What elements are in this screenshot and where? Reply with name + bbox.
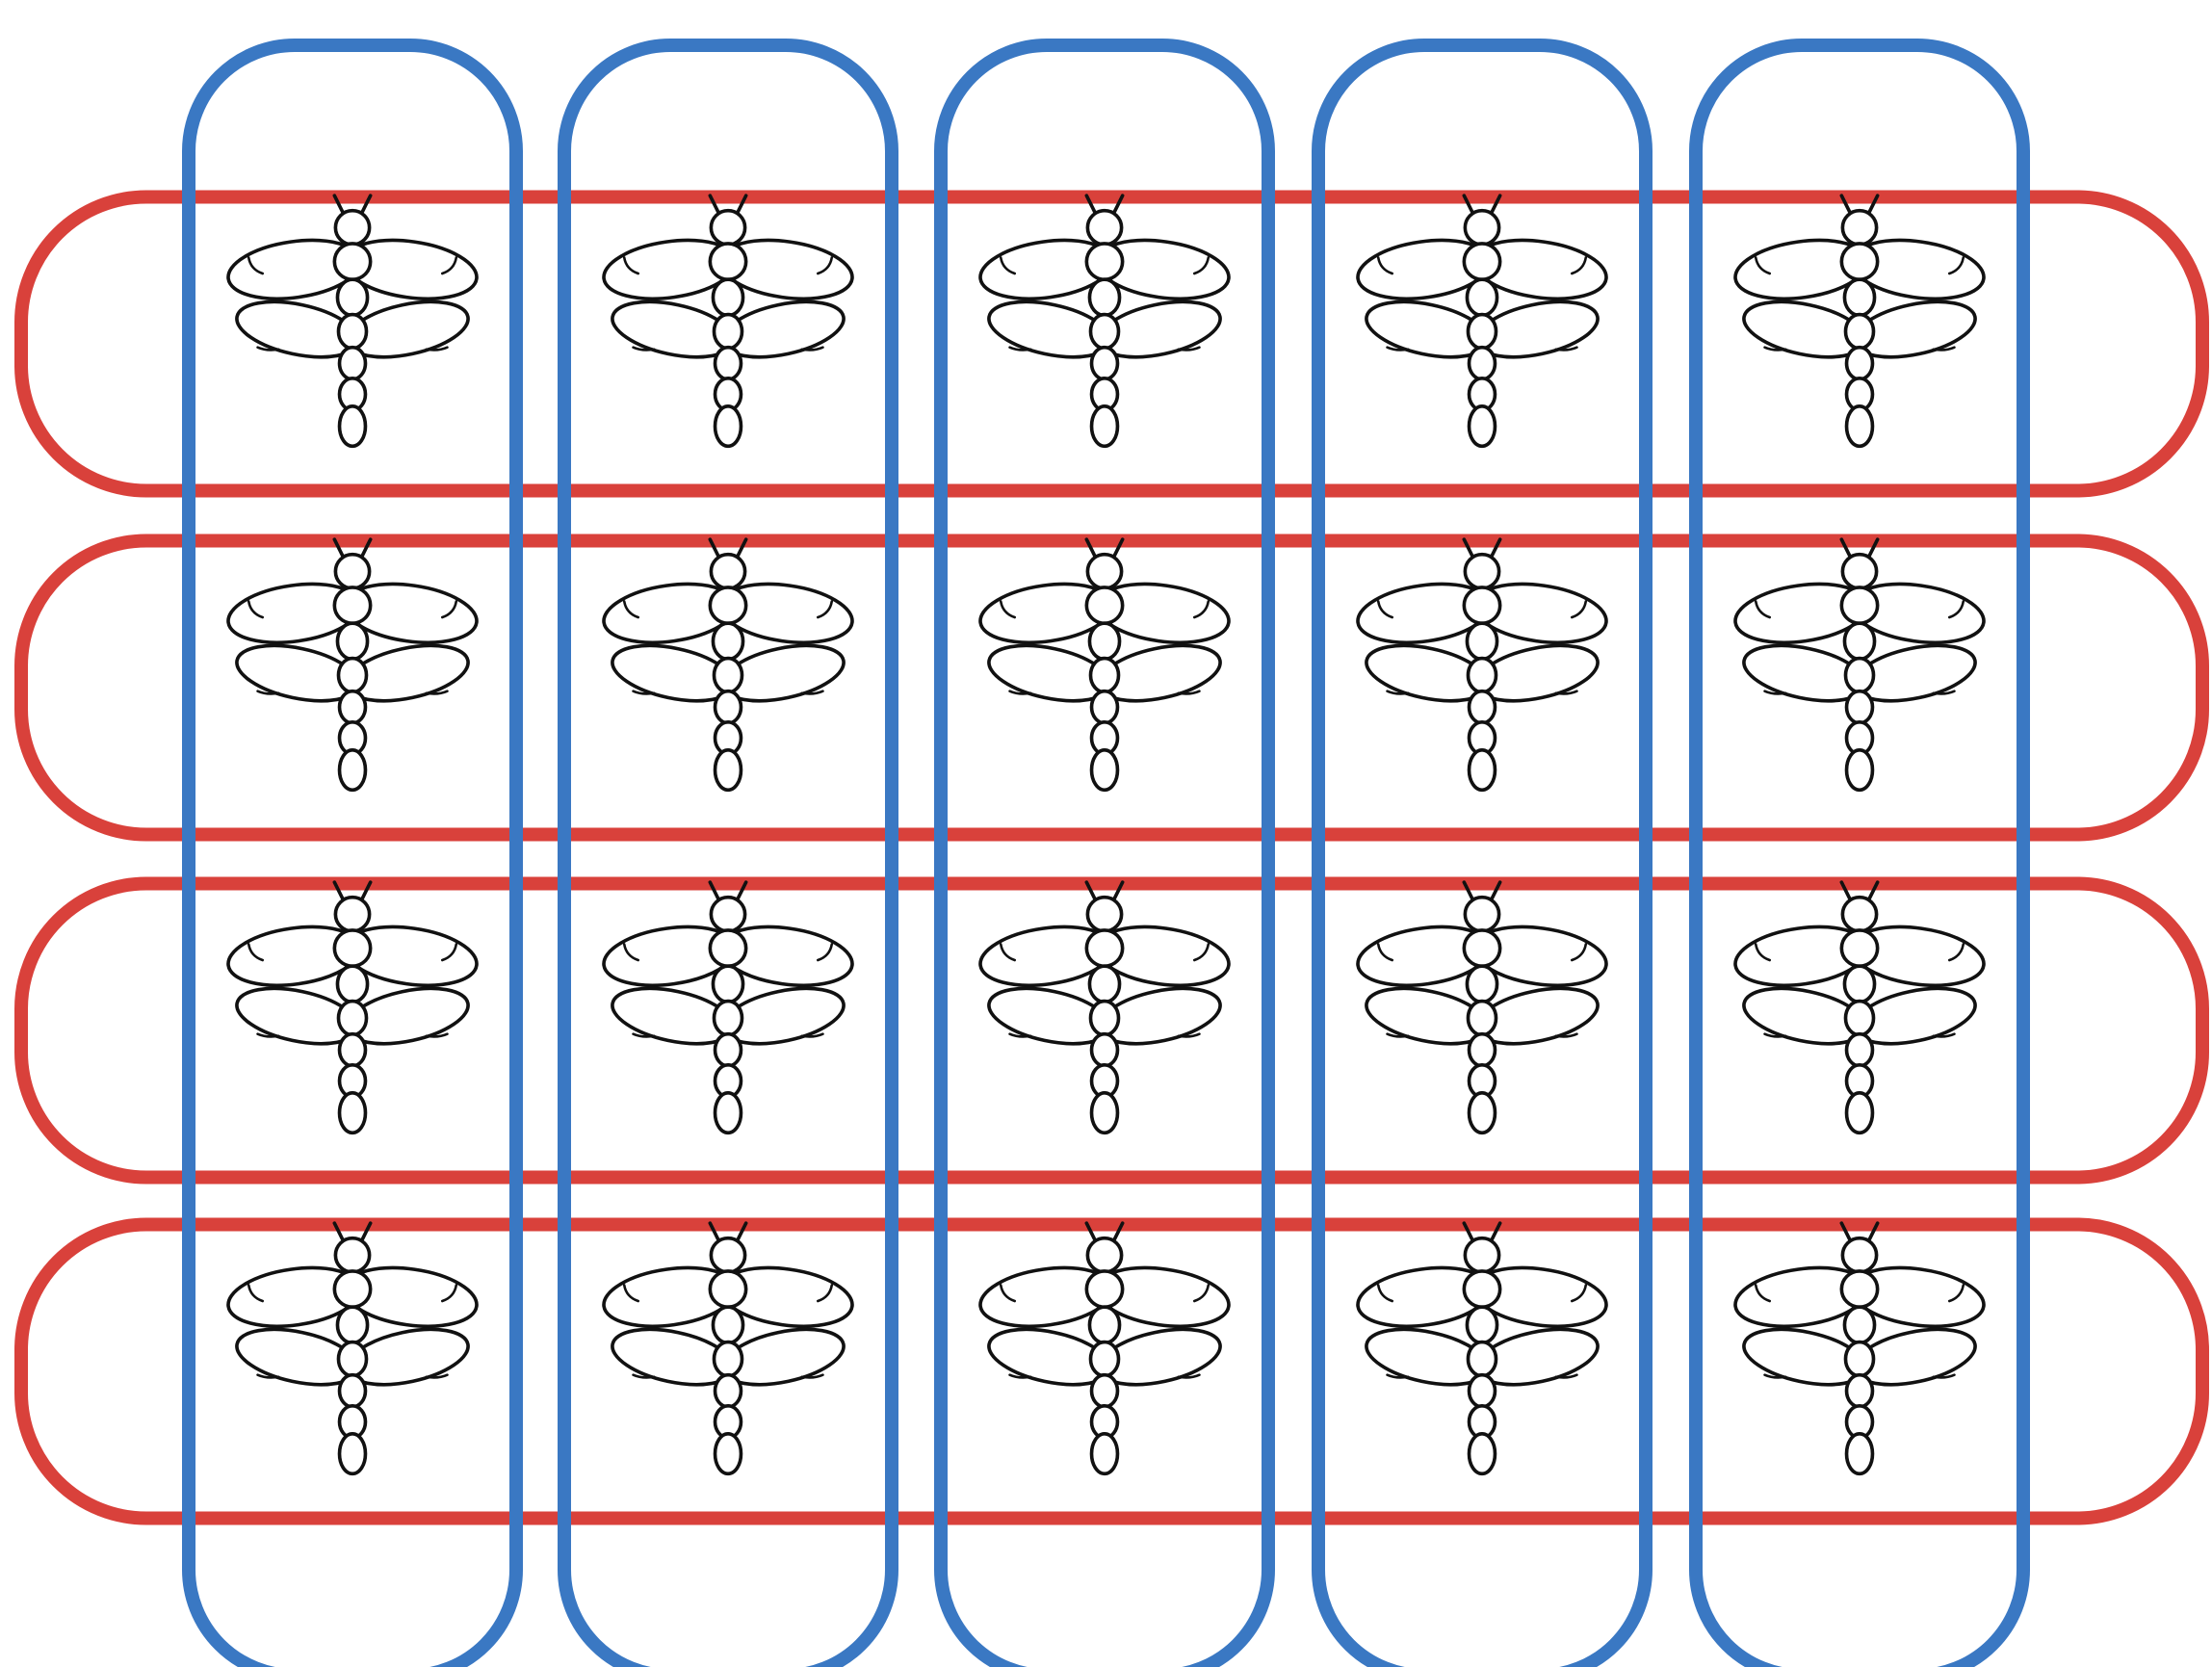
dragonfly-icon xyxy=(1354,195,1610,446)
dragonfly-icon xyxy=(1731,1223,1988,1473)
dragonfly-icon xyxy=(1354,1223,1610,1473)
dragonfly-icon xyxy=(224,539,481,790)
dragonfly-icon xyxy=(1731,882,1988,1133)
dragonfly-icon xyxy=(600,539,856,790)
dragonfly-icon xyxy=(600,1223,856,1473)
dragonfly-icon xyxy=(1731,539,1988,790)
dragonfly-icon xyxy=(224,195,481,446)
dragonfly-icon xyxy=(976,195,1233,446)
dragonfly-icon xyxy=(224,882,481,1133)
dragonfly-icon xyxy=(600,882,856,1133)
dragonfly-icon xyxy=(976,539,1233,790)
dragonfly-icon xyxy=(1354,539,1610,790)
dragonfly-icon xyxy=(1354,882,1610,1133)
dragonfly-icon xyxy=(224,1223,481,1473)
dragonfly-icon xyxy=(600,195,856,446)
dragonfly-icon xyxy=(976,1223,1233,1473)
dragonfly-icon xyxy=(1731,195,1988,446)
dragonfly-icon xyxy=(976,882,1233,1133)
